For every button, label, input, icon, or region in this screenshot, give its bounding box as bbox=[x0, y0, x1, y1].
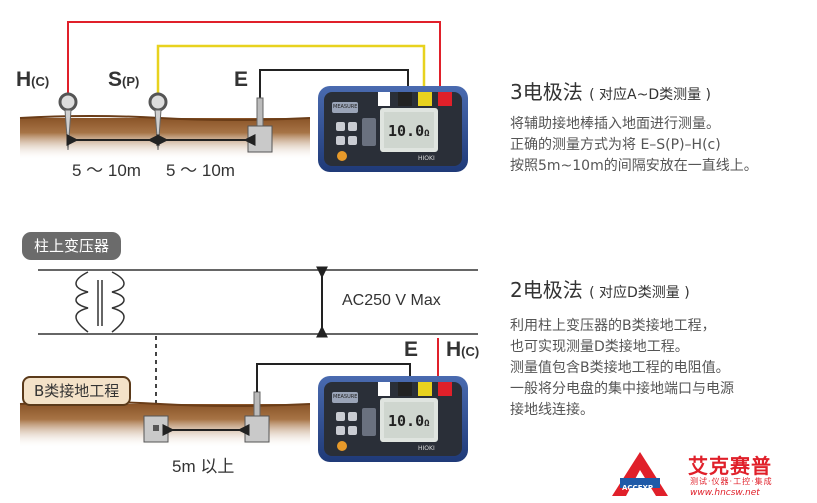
desc-line: 利用柱上变压器的B类接地工程， bbox=[510, 318, 716, 334]
desc-line: 一般将分电盘的集中接地端口与电源 bbox=[510, 381, 734, 397]
distance-label-2: 5 ～ 10m bbox=[166, 161, 235, 180]
desc-line: 正确的测量方式为将 E–S(P)–H(c) bbox=[510, 137, 721, 153]
watermark-tagline: 测试·仪器·工控·集成 bbox=[690, 477, 773, 486]
watermark-name: 艾克赛普 bbox=[688, 454, 772, 478]
label-h-top: H(C) bbox=[16, 68, 50, 91]
probe-h-top bbox=[58, 92, 78, 151]
desc-line: 将辅助接地棒插入地面进行测量。 bbox=[510, 116, 720, 132]
wire-yellow-top bbox=[156, 44, 426, 98]
voltage-label: AC250 V Max bbox=[342, 292, 441, 309]
watermark-logo-mark bbox=[612, 452, 668, 496]
desc-line: 测量值包含B类接地工程的电阻值。 bbox=[510, 360, 730, 376]
desc-line: 也可实现测量D类接地工程。 bbox=[510, 339, 689, 355]
label-s-top: S(P) bbox=[108, 68, 140, 91]
distance-label-bottom: 5m 以上 bbox=[172, 457, 235, 476]
measure-button-label-top: MEASURE bbox=[333, 104, 358, 110]
watermark-url: www.hncsw.net bbox=[690, 488, 760, 498]
device-display-top: 10.0Ω bbox=[388, 122, 430, 140]
distance-label-1: 5 ～ 10m bbox=[72, 161, 141, 180]
transformer-tag: 柱上变压器 bbox=[22, 232, 122, 260]
label-h-bottom: H(C) bbox=[446, 338, 480, 361]
measure-button-label-bottom: MEASURE bbox=[333, 394, 358, 400]
ground-b-bottom bbox=[143, 415, 169, 443]
watermark-mark-text: ACCEXP bbox=[622, 484, 654, 492]
method-title-3pole: 3电极法 ( 对应A~D类测量 ) bbox=[510, 80, 712, 104]
ground-e-bottom bbox=[244, 391, 270, 443]
probe-s-top bbox=[148, 92, 168, 151]
desc-line: 按照5m~10m的间隔安放在一直线上。 bbox=[510, 158, 758, 174]
wire-black-top bbox=[259, 69, 409, 98]
ground-b-tag: B类接地工程 bbox=[22, 376, 132, 406]
method-desc-2pole: 利用柱上变压器的B类接地工程， 也可实现测量D类接地工程。 测量值包含B类接地工… bbox=[510, 316, 734, 421]
wire-black-bottom bbox=[256, 363, 411, 392]
wire-red-top bbox=[67, 21, 441, 100]
device-display-bottom: 10.0Ω bbox=[388, 412, 430, 430]
device-brand-top: HIOKI bbox=[418, 155, 435, 162]
method-desc-3pole: 将辅助接地棒插入地面进行测量。 正确的测量方式为将 E–S(P)–H(c) 按照… bbox=[510, 114, 758, 177]
desc-line: 接地线连接。 bbox=[510, 402, 594, 418]
device-brand-bottom: HIOKI bbox=[418, 445, 435, 452]
transformer-coil bbox=[75, 271, 125, 333]
label-e-bottom: E bbox=[404, 338, 419, 361]
label-e-top: E bbox=[234, 68, 249, 91]
method-title-2pole: 2电极法 ( 对应D类测量 ) bbox=[510, 278, 690, 302]
